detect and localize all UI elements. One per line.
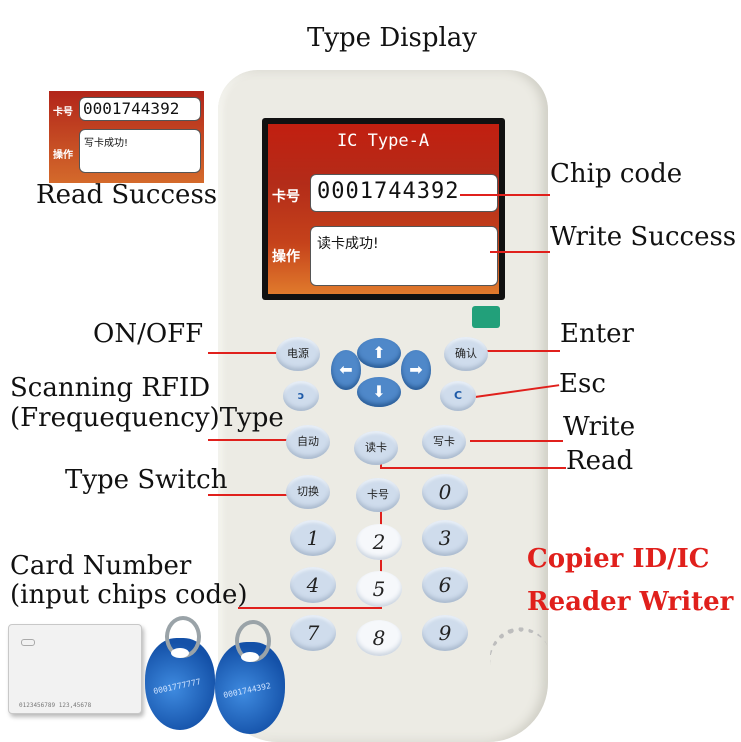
key-7[interactable]: 7 [290,615,336,651]
key-fob-2: 0001744392 [215,620,285,734]
key-2[interactable]: 2 [356,524,402,560]
read-success-label: Read Success [36,180,218,210]
key-0[interactable]: 0 [422,474,468,510]
read-card-button[interactable]: 读卡 [354,431,398,465]
card-number-button[interactable]: 卡号 [356,478,400,512]
card-slot-hole [21,639,35,646]
read-label: Read [566,446,634,476]
esc-label: Esc [559,369,606,399]
mini-card-number-field: 0001744392 [79,97,201,121]
fob-text: 0001744392 [222,681,272,700]
screen-message: 读卡成功! [317,236,379,252]
screen-card-label: 卡号 [272,189,300,205]
fob-hole [171,648,189,658]
power-button[interactable]: 电源 [276,337,320,371]
read-success-screen: 卡号 0001744392 操作 写卡成功! [49,91,204,183]
write-success-line [490,251,550,253]
screen-card-number-field: 0001744392 [310,174,498,212]
on-off-label: ON/OFF [93,319,204,349]
switch-button[interactable]: 切换 [286,475,330,509]
key-9[interactable]: 9 [422,615,468,651]
key-6[interactable]: 6 [422,567,468,603]
screen-op-label: 操作 [272,249,300,265]
type-switch-label: Type Switch [65,465,228,495]
on-off-line [208,352,278,354]
mini-card-number: 0001744392 [83,99,180,118]
mini-op-label: 操作 [53,150,73,161]
copier-label-2: Reader Writer [527,587,734,617]
card-printed-number: 0123456789 123,45678 [19,702,92,709]
write-label: Write [563,412,636,442]
clear-button[interactable]: C [440,381,476,411]
screen-card-number: 0001744392 [317,179,460,204]
enter-line [480,350,560,352]
card-number-label-2: (input chips code) [10,580,248,610]
key-fob-1: 0001777777 [145,616,215,730]
read-line [380,467,566,469]
left-arrow-button[interactable]: ⬅ [331,350,361,390]
card-number-line-h [238,607,381,609]
write-card-button[interactable]: 写卡 [422,425,466,459]
enter-label: Enter [560,319,634,349]
auto-button[interactable]: 自动 [286,425,330,459]
mini-message: 写卡成功! [84,138,129,149]
status-led [472,306,500,328]
card-number-label-1: Card Number [10,551,192,581]
write-line [470,440,563,442]
key-1[interactable]: 1 [290,520,336,556]
write-success-label: Write Success [550,222,737,252]
screen-title: IC Type-A [336,131,430,151]
copier-label-1: Copier ID/IC [527,544,710,574]
down-arrow-button[interactable]: ⬇ [357,377,401,407]
screen-message-field: 读卡成功! [310,226,498,286]
mini-message-field: 写卡成功! [79,129,201,173]
type-switch-line [208,494,288,496]
fob-text: 0001777777 [152,677,202,696]
up-arrow-button[interactable]: ⬆ [357,338,401,368]
mini-card-label: 卡号 [53,107,73,118]
key-4[interactable]: 4 [290,567,336,603]
key-8[interactable]: 8 [356,620,402,656]
type-display-label: Type Display [307,23,477,53]
right-arrow-button[interactable]: ➡ [401,350,431,390]
chip-code-line [460,194,550,196]
chip-code-label: Chip code [550,159,683,189]
confirm-button[interactable]: 确认 [444,337,488,371]
scanning-line [208,439,288,441]
rfid-card: 0123456789 123,45678 [8,624,142,714]
key-5[interactable]: 5 [356,571,402,607]
scanning-label-1: Scanning RFID [10,373,211,403]
key-3[interactable]: 3 [422,520,468,556]
fob-hole [241,652,259,662]
scanning-label-2: (Frequequency)Type [10,403,284,433]
display-screen: IC Type-A 卡号 0001744392 操作 读卡成功! [262,118,505,300]
back-button[interactable]: ↄ [283,381,319,411]
